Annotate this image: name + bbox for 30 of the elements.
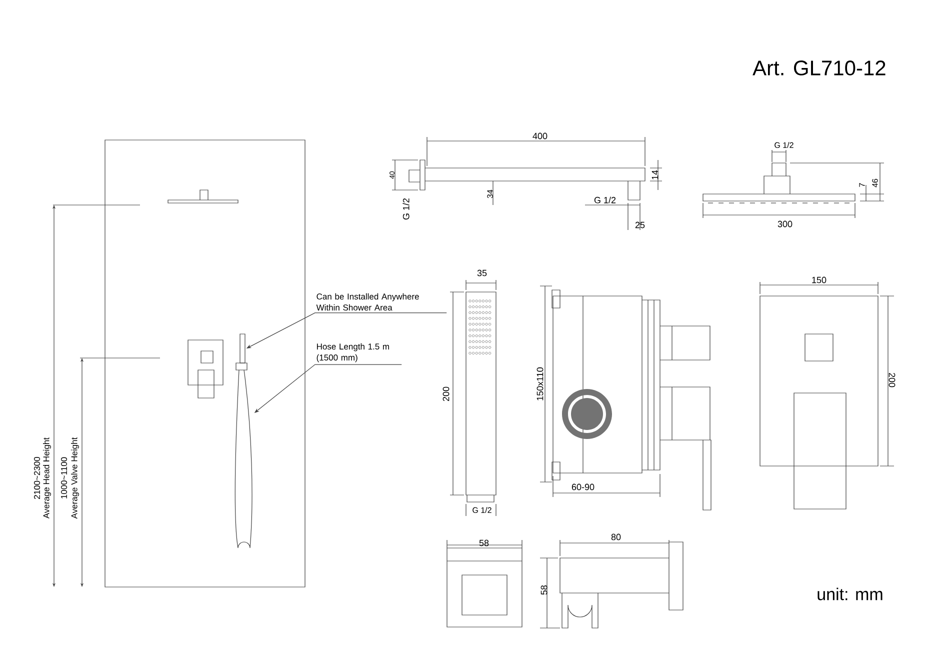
note-text: Average Head Height: [43, 438, 51, 519]
dimension-label: 7: [859, 183, 865, 187]
dimension-label: G 1/2: [594, 196, 616, 204]
unit-note: unit: mm: [818, 588, 882, 600]
shower-rail-drawing: [236, 334, 248, 370]
dimension-label: 58: [479, 540, 489, 546]
callout-text: Hose Length 1.5 m (1500 mm): [316, 343, 389, 362]
article-number: Art. GL710-12: [752, 60, 886, 76]
dimension-label: 60-90: [572, 484, 594, 490]
callout-text: Can be Installed Anywhere Within Shower Area: [316, 293, 419, 311]
dimension-label: 80: [611, 534, 621, 540]
dimension-label: 200: [888, 372, 896, 388]
dimension-label: 400: [532, 132, 548, 140]
dimension-label: 150: [812, 276, 826, 284]
dimension-label: G 1/2: [774, 142, 794, 148]
dimension-label: 25: [635, 222, 645, 228]
dimension-label: 200: [442, 386, 450, 402]
dimension-label: 2100~2300: [34, 456, 40, 499]
hose-drawing: [234, 370, 252, 548]
note-text: Average Valve Height: [71, 437, 79, 519]
dimension-label: 14: [652, 170, 658, 180]
dimension-label: 150x110: [536, 367, 544, 400]
dimension-label: G 1/2: [402, 198, 410, 220]
dimension-label: 300: [778, 220, 792, 228]
dimension-label: 35: [477, 270, 487, 276]
dimension-label: 58: [540, 585, 548, 595]
dimension-label: 1000~1100: [61, 457, 67, 498]
dimension-label: 34: [487, 190, 493, 198]
dimension-label: 46: [872, 178, 878, 188]
dimension-label: G 1/2: [472, 507, 492, 513]
